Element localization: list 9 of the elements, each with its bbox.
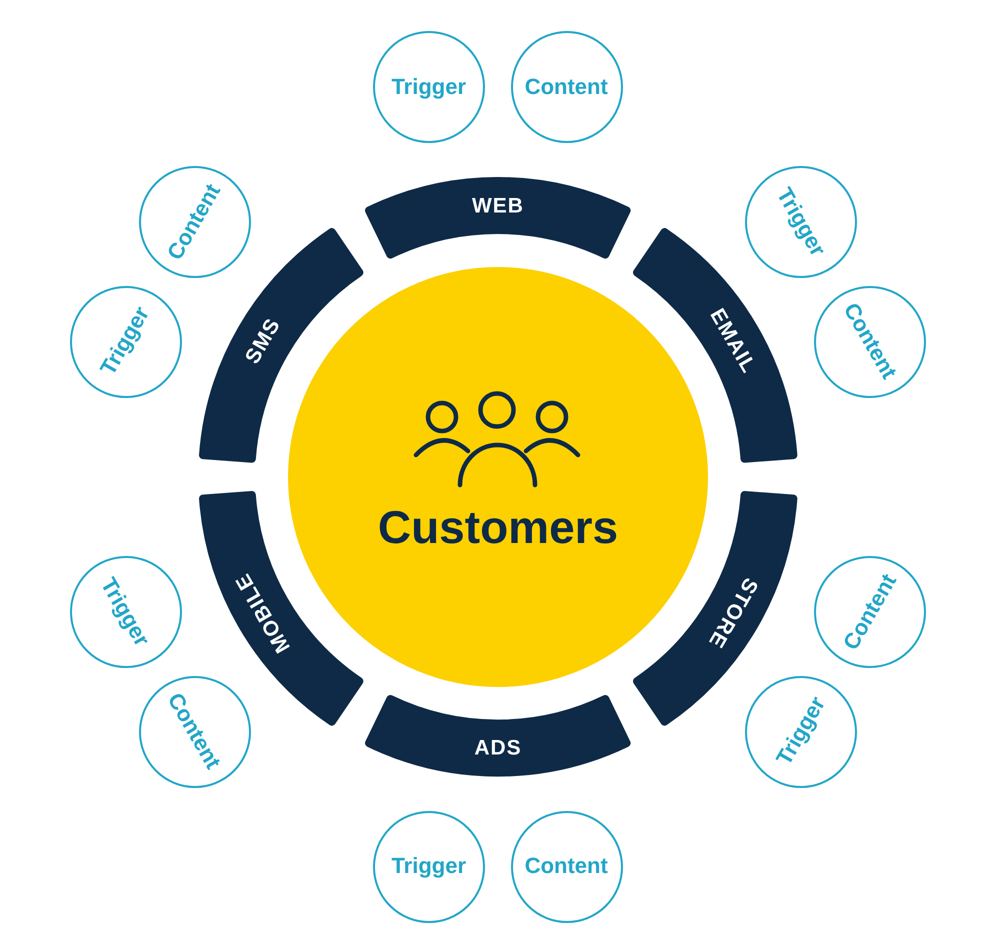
hub-label: Customers [378,504,618,550]
ring-segment [364,694,632,778]
segment-label: ADS [474,738,522,759]
circle-label: Trigger [391,76,466,98]
circle-label: Content [524,76,608,98]
circle-label: Content [524,855,608,878]
segment-label: WEB [472,195,524,216]
circle-label: Trigger [391,855,466,878]
ring-segment [364,176,632,260]
